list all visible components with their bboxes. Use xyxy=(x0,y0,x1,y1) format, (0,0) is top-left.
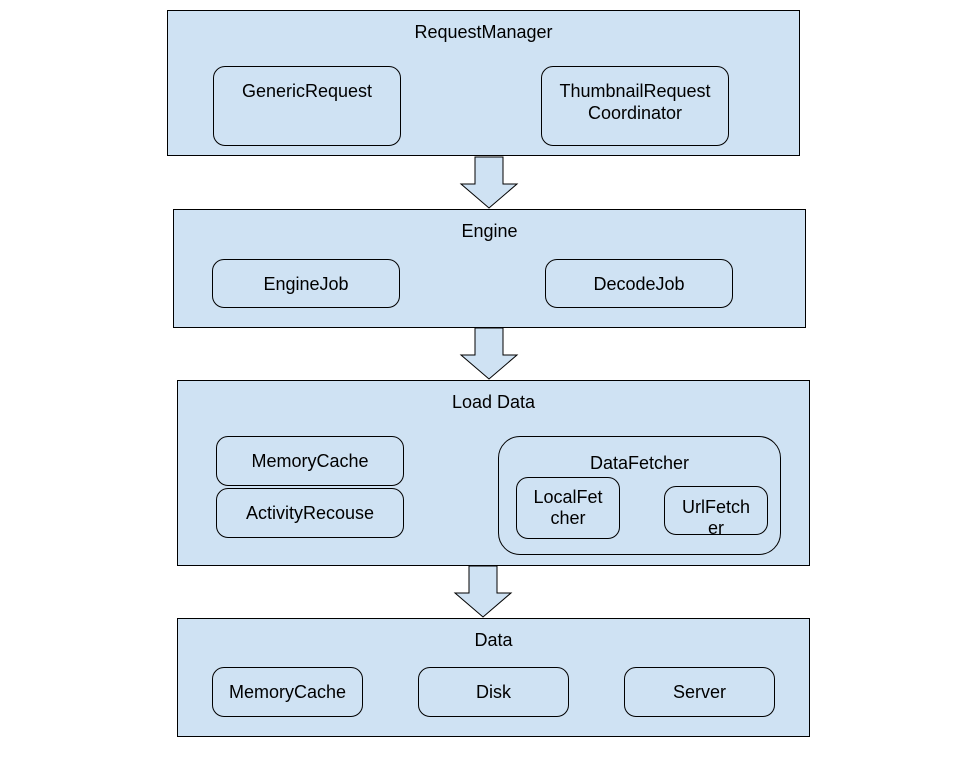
down-arrow-icon xyxy=(459,327,519,380)
data-fetcher-group: DataFetcher LocalFet cher UrlFetch er xyxy=(498,436,781,555)
disk-node: Disk xyxy=(418,667,569,717)
down-arrow-icon xyxy=(459,156,519,209)
activity-recouse-node: ActivityRecouse xyxy=(216,488,404,538)
load-data-layer: Load Data MemoryCache ActivityRecouse Da… xyxy=(177,380,810,566)
thumbnail-request-coordinator-node: ThumbnailRequest Coordinator xyxy=(541,66,729,146)
decode-job-node: DecodeJob xyxy=(545,259,733,308)
local-fetcher-node: LocalFet cher xyxy=(516,477,620,539)
data-fetcher-title: DataFetcher xyxy=(589,453,690,473)
engine-job-node: EngineJob xyxy=(212,259,400,308)
url-fetcher-node: UrlFetch er xyxy=(664,486,768,538)
server-node: Server xyxy=(624,667,775,717)
load-data-title: Load Data xyxy=(451,392,536,412)
generic-request-node: GenericRequest xyxy=(213,66,401,146)
data-title: Data xyxy=(474,630,513,650)
engine-layer: Engine EngineJob DecodeJob xyxy=(173,209,806,328)
data-memory-cache-node: MemoryCache xyxy=(212,667,363,717)
request-manager-layer: RequestManager GenericRequest ThumbnailR… xyxy=(167,10,800,156)
down-arrow-icon xyxy=(453,565,513,618)
request-manager-title: RequestManager xyxy=(414,22,553,42)
memory-cache-node: MemoryCache xyxy=(216,436,404,486)
data-layer: Data MemoryCache Disk Server xyxy=(177,618,810,737)
engine-title: Engine xyxy=(461,221,518,241)
